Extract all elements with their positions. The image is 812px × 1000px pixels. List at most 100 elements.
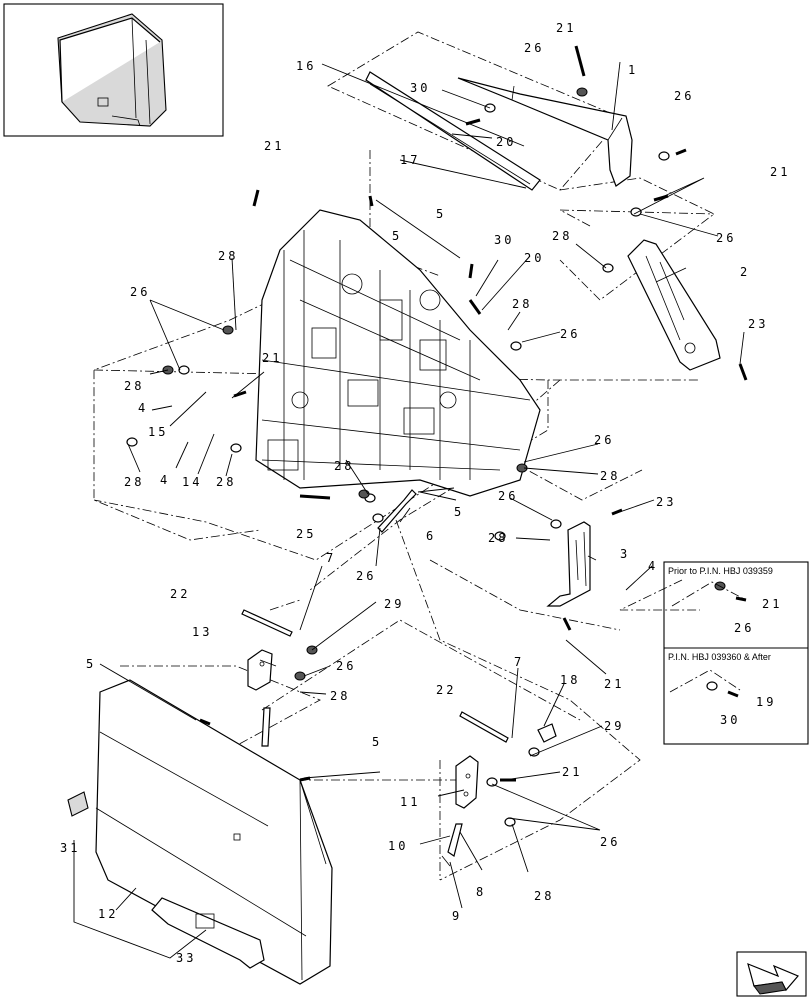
callout-22: 22 [170,587,190,601]
washer [706,681,718,691]
callout-21: 21 [762,597,782,611]
callout-5: 5 [372,735,382,749]
callout-22: 22 [436,683,456,697]
callout-13: 13 [192,625,212,639]
bolt [299,494,331,500]
callout-5: 5 [86,657,96,671]
bracket-part-16 [365,71,541,191]
washer [658,151,670,161]
callout-28: 28 [552,229,572,243]
washer [230,443,242,453]
callout-5: 5 [392,229,402,243]
callout-7: 7 [514,655,524,669]
callout-26: 26 [594,433,614,447]
callout-30: 30 [410,81,430,95]
washer [630,207,642,217]
callout-28: 28 [534,889,554,903]
callout-26: 26 [336,659,356,673]
callout-5: 5 [454,505,464,519]
callout-21: 21 [562,765,582,779]
callout-26: 26 [674,89,694,103]
callout-7: 7 [326,551,336,565]
next-page-arrow-icon[interactable] [736,951,807,997]
bolt [199,718,211,726]
washer [126,437,138,447]
callout-9: 9 [452,909,462,923]
bracket-part-3 [546,521,591,607]
callout-11: 11 [400,795,420,809]
bolt [368,195,374,207]
washer [494,531,506,541]
callout-18: 18 [560,673,580,687]
rod-part-22 [241,609,509,747]
hardware-fasteners [126,45,748,827]
callout-16: 16 [296,59,316,73]
callout-21: 21 [770,165,790,179]
washer [550,519,562,529]
nut [222,325,234,335]
bolt [735,596,747,602]
washer [510,341,522,351]
callout-23: 23 [656,495,676,509]
shield-part-1 [457,77,633,187]
callout-29: 29 [604,719,624,733]
shield-plate-part-2 [627,239,721,371]
callout-23: 23 [748,317,768,331]
bracket-part-11 [455,755,479,809]
callout-3: 3 [620,547,630,561]
rod-part-6 [377,489,417,533]
callout-10: 10 [388,839,408,853]
callout-33: 33 [176,951,196,965]
callout-19: 19 [756,695,776,709]
callout-31: 31 [60,841,80,855]
callout-1: 1 [628,63,638,77]
bolt [468,299,482,315]
callout-28: 28 [600,469,620,483]
bolt [562,617,572,631]
callout-21: 21 [604,677,624,691]
callout-4: 4 [648,559,658,573]
callout-26: 26 [356,569,376,583]
callout-15: 15 [148,425,168,439]
bolt [252,189,260,207]
decal-part-31 [67,791,89,817]
callout-4: 4 [138,401,148,415]
after-serial-note: P.I.N. HBJ 039360 & After [668,652,771,662]
callout-26: 26 [498,489,518,503]
callout-2: 2 [740,265,750,279]
callout-28: 28 [512,297,532,311]
callout-17: 17 [400,153,420,167]
prior-serial-note: Prior to P.I.N. HBJ 039359 [668,566,773,576]
callout-30: 30 [720,713,740,727]
callout-29: 29 [384,597,404,611]
callout-28: 28 [330,689,350,703]
washer [504,817,516,827]
callout-26: 26 [600,835,620,849]
callout-30: 30 [494,233,514,247]
callout-26: 26 [560,327,580,341]
machine-thumbnail-icon [3,3,224,137]
bolt [738,363,748,381]
callout-28: 28 [124,475,144,489]
washer [602,263,614,273]
callout-28: 28 [334,459,354,473]
bolt [468,263,474,279]
callout-12: 12 [98,907,118,921]
bolt [611,508,623,516]
latch-part-8-9-10 [441,823,463,867]
serial-variant-box: Prior to P.I.N. HBJ 039359 P.I.N. HBJ 03… [663,561,809,745]
callout-26: 26 [130,285,150,299]
nut [576,87,588,97]
callout-4: 4 [160,473,170,487]
callout-20: 20 [524,251,544,265]
callout-6: 6 [426,529,436,543]
callout-21: 21 [262,351,282,365]
plate-part-18 [537,723,557,743]
callout-21: 21 [556,21,576,35]
nut [294,671,306,681]
callout-28: 28 [216,475,236,489]
callout-21: 21 [264,139,284,153]
washer [372,513,384,523]
callout-26: 26 [734,621,754,635]
